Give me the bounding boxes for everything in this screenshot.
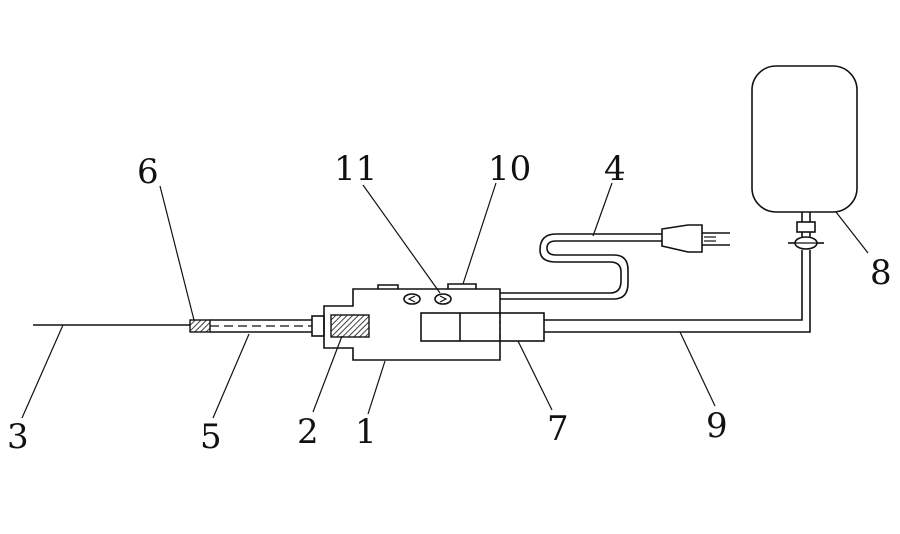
label-1: 1 bbox=[355, 412, 377, 452]
label-3: 3 bbox=[7, 417, 29, 457]
label-2: 2 bbox=[297, 412, 319, 452]
connector bbox=[311, 315, 325, 337]
label-7: 7 bbox=[547, 409, 569, 449]
power-cord bbox=[500, 233, 662, 300]
label-6: 6 bbox=[137, 152, 159, 192]
label-8: 8 bbox=[870, 253, 892, 293]
tube bbox=[210, 319, 312, 333]
reservoir-bag bbox=[751, 65, 858, 213]
label-11: 11 bbox=[334, 149, 377, 189]
valve bbox=[788, 221, 824, 250]
top-button-left bbox=[377, 284, 399, 289]
top-button-right bbox=[447, 283, 477, 289]
label-4: 4 bbox=[604, 149, 626, 189]
sleeve bbox=[420, 312, 545, 342]
label-5: 5 bbox=[200, 417, 222, 457]
reservoir-tube bbox=[544, 250, 811, 333]
hatched-block bbox=[330, 314, 370, 338]
tip bbox=[189, 319, 211, 333]
label-10: 10 bbox=[488, 149, 531, 189]
label-9: 9 bbox=[706, 406, 728, 446]
plug bbox=[661, 224, 730, 253]
arrow-buttons bbox=[403, 293, 452, 305]
leader-lines bbox=[21, 182, 869, 419]
housing bbox=[323, 288, 501, 361]
